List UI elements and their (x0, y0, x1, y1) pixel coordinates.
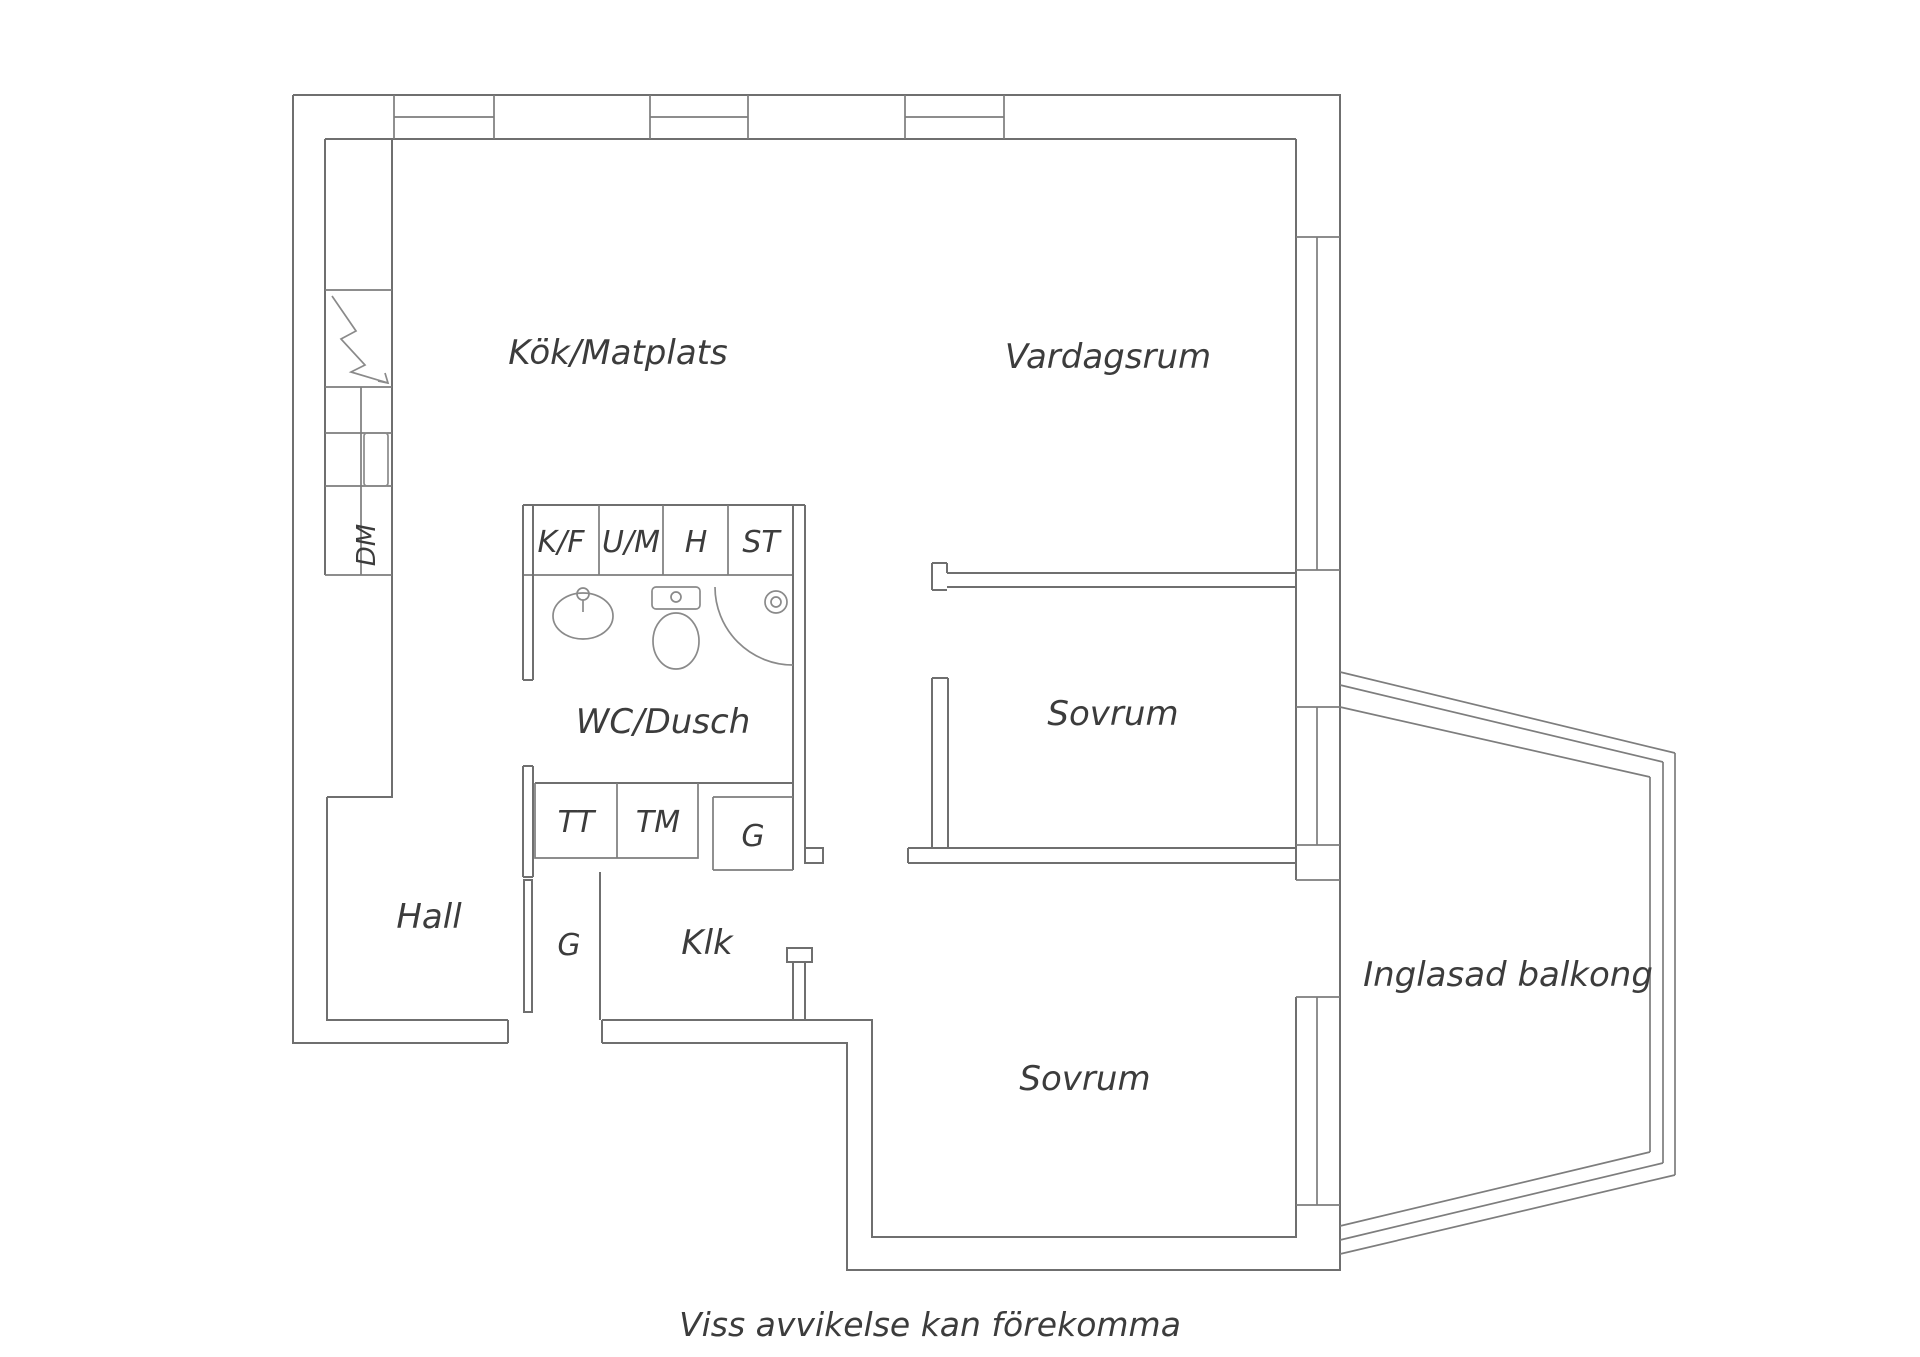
shower-drain-icon (764, 590, 788, 614)
hall-inner-wall (326, 797, 508, 1021)
room-label-balcony: Inglasad balkong (1363, 955, 1653, 995)
room-label-bedroom1: Sovrum (1047, 694, 1178, 734)
unit-label-g-corridor: G (741, 819, 764, 854)
door-jamb (786, 947, 813, 963)
room-label-kitchen: Kök/Matplats (508, 333, 727, 373)
corridor-wall (907, 847, 1296, 864)
unit-label-dm: DM (352, 524, 382, 566)
bathroom-right-wall (792, 505, 806, 870)
wardrobe-box (712, 796, 793, 871)
right-bottom-inner (602, 997, 1297, 1238)
balcony-door-jambs (1296, 879, 1340, 998)
washer-dryer-boxes (534, 783, 699, 859)
hob-sink-unit (363, 432, 389, 487)
unit-label-tm: TM (636, 805, 680, 840)
unit-label-h: H (685, 525, 708, 560)
top-wall-windows (393, 95, 1005, 139)
unit-label-um: U/M (602, 525, 660, 560)
outer-wall-line (293, 94, 1341, 1271)
counter-dividers (325, 289, 392, 576)
window-icon (1296, 706, 1340, 846)
room-label-bathroom: WC/Dusch (576, 702, 751, 742)
entrance-door-jambs (507, 1020, 603, 1043)
disclaimer-caption: Viss avvikelse kan förekomma (679, 1305, 1181, 1344)
bedroom1-left-wall (931, 677, 949, 848)
unit-label-tt: TT (558, 805, 597, 840)
bedroom1-walls (931, 562, 1296, 848)
entrance-door-leaf (523, 879, 533, 1013)
bedroom1-top-wall (947, 572, 1296, 588)
lightning-icon (331, 295, 389, 384)
toilet-tank-icon (651, 586, 701, 610)
window-icon (393, 95, 495, 139)
window-icon (1296, 236, 1340, 571)
balcony-bottom-glass (1339, 1151, 1676, 1255)
kitchen-counter (325, 289, 392, 576)
room-label-bedroom2: Sovrum (1019, 1059, 1150, 1099)
lightning-arrow-icon (377, 372, 390, 385)
klk-right-wall (792, 962, 806, 1020)
window-icon (904, 95, 1005, 139)
balcony-top-glass (1339, 671, 1676, 778)
laundry-niche (534, 782, 793, 871)
balcony-glazing (1339, 671, 1676, 1255)
labels: Kök/Matplats Vardagsrum K/F U/M H ST DM … (352, 333, 1653, 1344)
window-icon (1296, 997, 1340, 1206)
door-jamb (931, 562, 948, 591)
unit-label-g-hall: G (557, 928, 580, 963)
room-label-hall: Hall (396, 897, 462, 937)
bathroom-left-wall-upper (522, 505, 534, 681)
shower-screen-arc (714, 586, 794, 666)
shower-drain-icon-inner (770, 596, 782, 608)
balcony-right-glass (1649, 753, 1676, 1175)
closet-row (523, 505, 793, 576)
exterior-walls (292, 94, 1341, 1271)
door-jamb (804, 847, 824, 864)
toilet-button-icon (670, 591, 682, 603)
unit-label-st: ST (742, 525, 782, 560)
window-icon (649, 95, 749, 139)
room-label-klk: Klk (681, 923, 734, 963)
unit-label-kf: K/F (537, 525, 585, 560)
room-label-living: Vardagsrum (1005, 337, 1211, 377)
outer-wall-line-left (292, 95, 508, 1044)
toilet-icon (652, 612, 700, 670)
hall-klk-walls (599, 872, 813, 1020)
right-wall-windows (1296, 236, 1340, 1206)
bathroom-block (522, 504, 824, 878)
left-service-band-face (327, 139, 393, 798)
bedroom2-north-wall (907, 847, 1296, 864)
bathroom-left-wall-lower (522, 765, 534, 878)
sink-icon (552, 592, 614, 640)
